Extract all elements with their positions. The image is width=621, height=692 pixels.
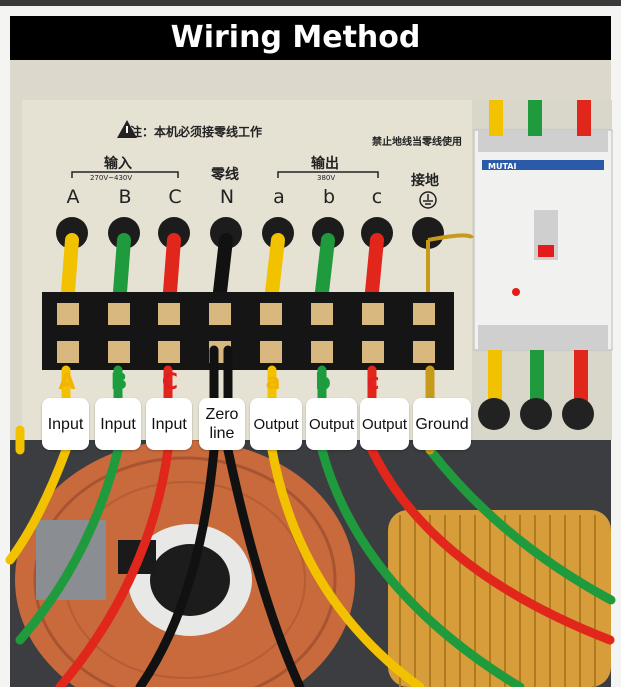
terminal-label-a-upper: A: [66, 186, 80, 208]
wire-marker-c-lower: c: [366, 370, 380, 395]
terminal-label-c-upper: C: [168, 186, 182, 208]
terminal-label-a-lower: a: [273, 186, 285, 208]
output-group-label: 输出: [311, 156, 339, 172]
warning-text: 注：本机必须接零线工作: [130, 125, 263, 139]
terminal-panel: [22, 100, 472, 440]
wire-marker-a-upper: A: [58, 370, 76, 395]
tag-input-a: Input: [42, 398, 89, 450]
breaker-brand: MUTAI: [488, 162, 517, 171]
ground-symbol-icon: [419, 191, 437, 209]
wire-marker-a-lower: a: [265, 370, 281, 395]
tag-output-a: Output: [250, 398, 302, 450]
terminal-label-b-lower: b: [322, 186, 336, 208]
wire-marker-c-upper: C: [161, 370, 179, 395]
input-group-label: 输入: [104, 156, 132, 172]
terminal-label-n: N: [219, 186, 235, 208]
ground-group-label: 接地: [411, 173, 439, 189]
gold-coil: [388, 510, 611, 687]
page-title: Wiring Method: [10, 16, 611, 60]
tag-ground: Ground: [413, 398, 471, 450]
warning-icon: [117, 120, 137, 138]
zero-line-group-label: 零线: [211, 167, 239, 183]
wire-marker-b-lower: b: [315, 370, 331, 395]
tag-input-c: Input: [146, 398, 192, 450]
ground-warning-text: 禁止地线当零线使用: [372, 137, 462, 148]
wire-marker-b-upper: B: [110, 370, 128, 395]
input-range-label: 270V~430V: [90, 174, 133, 182]
grommets: [56, 217, 444, 249]
tag-output-b: Output: [306, 398, 357, 450]
tag-output-c: Output: [360, 398, 409, 450]
terminal-label-c-lower: c: [371, 186, 383, 208]
terminal-block: [42, 292, 454, 370]
terminal-label-b-upper: B: [118, 186, 132, 208]
wire-bundle: [5, 425, 616, 692]
tag-input-b: Input: [95, 398, 141, 450]
output-range-label: 380V: [317, 174, 336, 182]
